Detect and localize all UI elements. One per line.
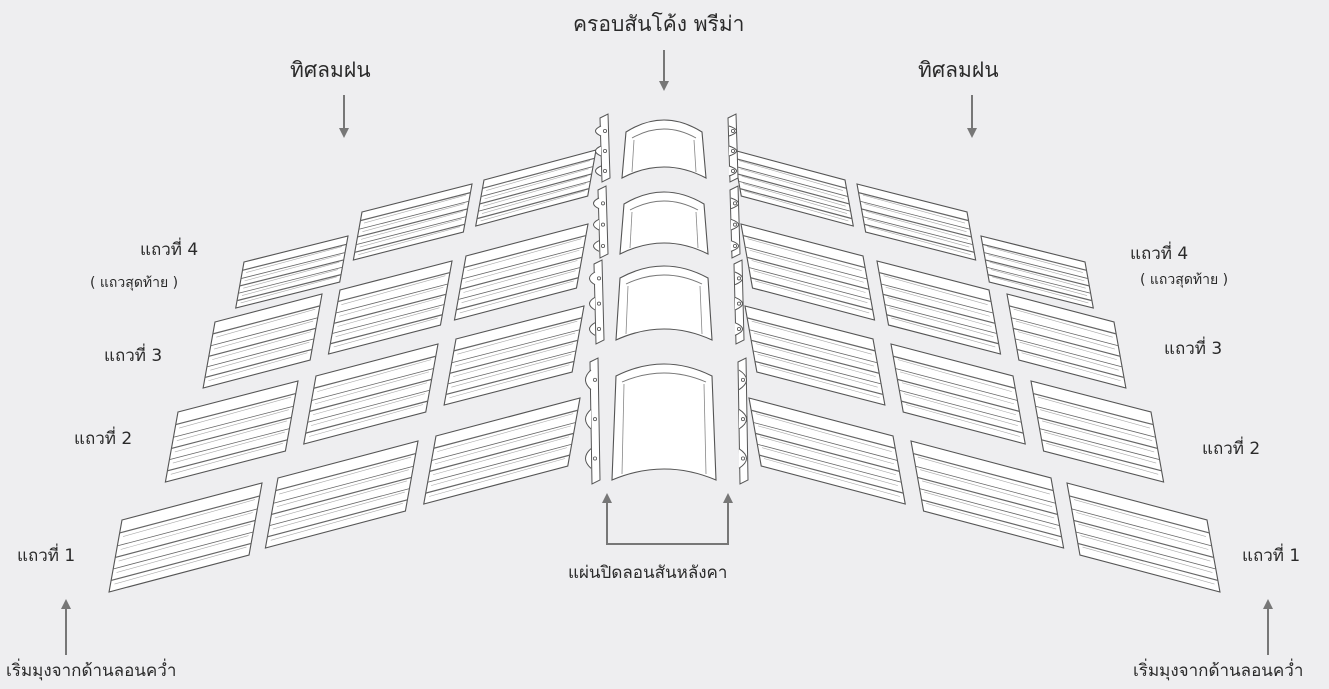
left-row4-col2 xyxy=(352,183,473,261)
row4-label-right: แถวที่ 4 xyxy=(1130,244,1189,264)
wind-direction-left: ทิศลมฝน xyxy=(290,58,371,82)
left-row4-col3 xyxy=(475,149,597,227)
left-row1-col2 xyxy=(264,440,419,549)
row4-note-left: ( แถวสุดท้าย ) xyxy=(90,275,179,291)
row3-label-left: แถวที่ 3 xyxy=(104,346,163,366)
ridge-cover-sheet-label: แผ่นปิดลอนสันหลังคา xyxy=(568,563,728,583)
right-row3-col2 xyxy=(876,260,1002,355)
ridge-closure-piece xyxy=(733,259,745,345)
roof-sheets-left xyxy=(108,149,597,593)
right-row4-col3 xyxy=(732,149,854,227)
ridge-closure-piece xyxy=(737,357,749,485)
right-row2-col1 xyxy=(1030,380,1165,483)
row4-label-left: แถวที่ 4 xyxy=(140,240,199,260)
right-row3-col1 xyxy=(1006,293,1127,389)
ridge-closure-piece xyxy=(589,259,605,345)
roof-sheets-right xyxy=(732,149,1221,593)
right-row2-col2 xyxy=(890,343,1026,445)
left-row4-col1 xyxy=(235,235,349,309)
row2-label-right: แถวที่ 2 xyxy=(1202,439,1261,459)
ridge-cap-1 xyxy=(621,119,707,179)
row1-label-right: แถวที่ 1 xyxy=(1242,546,1301,566)
ridge-closure-piece xyxy=(593,185,609,259)
row4-note-right: ( แถวสุดท้าย ) xyxy=(1140,272,1229,288)
ridge-cap-2 xyxy=(619,191,709,255)
row2-label-left: แถวที่ 2 xyxy=(74,429,133,449)
right-row1-col2 xyxy=(910,440,1065,549)
left-row2-col3 xyxy=(443,305,585,406)
left-row2-col1 xyxy=(164,380,299,483)
ridge-caps xyxy=(585,113,749,485)
ridge-closure-piece xyxy=(729,185,741,259)
ridge-cap-3 xyxy=(615,265,713,341)
row1-label-left: แถวที่ 1 xyxy=(17,546,76,566)
ridge-closure-piece xyxy=(585,357,601,485)
right-row1-col3 xyxy=(748,397,906,505)
left-row3-col1 xyxy=(202,293,323,389)
right-row2-col3 xyxy=(744,305,886,406)
start-from-left-label: เริ่มมุงจากด้านลอนคว่ำ xyxy=(6,661,177,681)
wind-direction-right: ทิศลมฝน xyxy=(918,58,999,82)
right-row4-col2 xyxy=(856,183,977,261)
arrow-center-bracket xyxy=(606,516,729,545)
row3-label-right: แถวที่ 3 xyxy=(1164,339,1223,359)
arrows xyxy=(61,50,1273,655)
right-row3-col3 xyxy=(740,223,876,321)
right-row4-col1 xyxy=(980,235,1094,309)
left-row2-col2 xyxy=(303,343,439,445)
start-from-right-label: เริ่มมุงจากด้านลอนคว่ำ xyxy=(1133,661,1304,681)
ridge-closure-piece xyxy=(595,113,611,183)
ridge-closure-piece xyxy=(727,113,739,183)
left-row1-col1 xyxy=(108,482,263,593)
ridge-cap-4 xyxy=(611,363,717,481)
left-row3-col3 xyxy=(453,223,589,321)
ridge-cap-title: ครอบสันโค้ง พรีม่า xyxy=(573,12,745,36)
right-row1-col1 xyxy=(1066,482,1221,593)
left-row1-col3 xyxy=(423,397,581,505)
left-row3-col2 xyxy=(327,260,453,355)
